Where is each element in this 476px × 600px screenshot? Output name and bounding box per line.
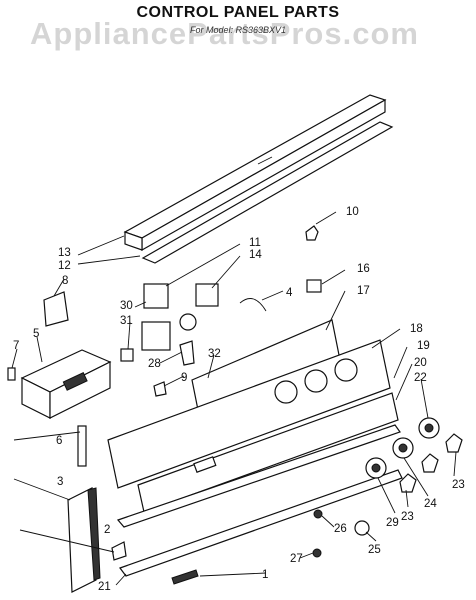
tab-part bbox=[7, 367, 16, 381]
callout-label: 32 bbox=[208, 348, 221, 360]
connector-part bbox=[120, 348, 134, 362]
callout-label: 17 bbox=[357, 285, 370, 297]
switch-housing-part bbox=[195, 283, 219, 307]
callout-label: 24 bbox=[424, 498, 437, 510]
side-bracket-part bbox=[77, 425, 87, 467]
callout-label: 31 bbox=[120, 315, 133, 327]
mount-bracket-part bbox=[179, 340, 195, 366]
callout-label: 1 bbox=[262, 569, 268, 581]
retainer-part bbox=[171, 569, 199, 585]
callout-label: 21 bbox=[98, 581, 111, 593]
top-trim-part bbox=[123, 94, 394, 264]
callout-label: 13 bbox=[58, 247, 71, 259]
knob-part bbox=[365, 457, 387, 479]
callout-label: 27 bbox=[290, 553, 303, 565]
knob-part bbox=[392, 437, 414, 459]
callout-label: 26 bbox=[334, 523, 347, 535]
callout-label: 23 bbox=[452, 479, 465, 491]
callout-label: 28 bbox=[148, 358, 161, 370]
lower-trim-part bbox=[119, 469, 403, 577]
callout-label: 4 bbox=[286, 287, 293, 299]
knob-cap-part bbox=[421, 453, 439, 473]
callout-label: 7 bbox=[13, 340, 19, 352]
screw-part bbox=[313, 509, 323, 519]
bracket-part bbox=[43, 291, 69, 327]
model-subtitle: For Model: RS363BXV1 bbox=[190, 25, 287, 35]
callout-label: 5 bbox=[33, 328, 39, 340]
knob-cap-part bbox=[445, 433, 463, 453]
knob-skirt-part bbox=[354, 520, 370, 536]
callout-label: 8 bbox=[62, 275, 68, 287]
clock-module-part bbox=[20, 349, 112, 419]
control-panel-part bbox=[107, 339, 399, 513]
block-part bbox=[306, 279, 322, 293]
callout-label: 23 bbox=[401, 511, 414, 523]
callout-label: 19 bbox=[417, 340, 430, 352]
wire-harness-part bbox=[239, 298, 267, 312]
relay-part bbox=[141, 321, 171, 351]
switch-part bbox=[143, 283, 169, 309]
round-switch-part bbox=[179, 313, 197, 331]
screw-part bbox=[312, 548, 322, 558]
callout-label: 6 bbox=[56, 435, 62, 447]
small-clip-part bbox=[111, 541, 127, 561]
callout-label: 11 bbox=[249, 237, 261, 249]
clip-part bbox=[305, 225, 319, 241]
callout-label: 3 bbox=[57, 476, 63, 488]
bottom-trim-part bbox=[116, 424, 401, 528]
callout-label: 2 bbox=[104, 524, 110, 536]
callout-label: 18 bbox=[410, 323, 423, 335]
page-title: CONTROL PANEL PARTS bbox=[136, 4, 340, 21]
watermark-text: AppliancePartsPros.com bbox=[30, 16, 419, 51]
callout-label: 29 bbox=[386, 517, 399, 529]
callout-label: 16 bbox=[357, 263, 370, 275]
callout-label: 30 bbox=[120, 300, 133, 312]
callout-label: 25 bbox=[368, 544, 381, 556]
callout-label: 20 bbox=[414, 357, 427, 369]
callout-label: 14 bbox=[249, 249, 262, 261]
end-cap-part bbox=[67, 487, 101, 593]
leader-lines bbox=[11, 211, 457, 586]
small-bracket-part bbox=[153, 381, 167, 397]
callout-label: 10 bbox=[346, 206, 359, 218]
knob-cap-part bbox=[399, 473, 417, 493]
callout-label: 12 bbox=[58, 260, 71, 272]
callout-label: 9 bbox=[181, 372, 187, 384]
knob-part bbox=[418, 417, 440, 439]
callout-label: 22 bbox=[414, 372, 427, 384]
